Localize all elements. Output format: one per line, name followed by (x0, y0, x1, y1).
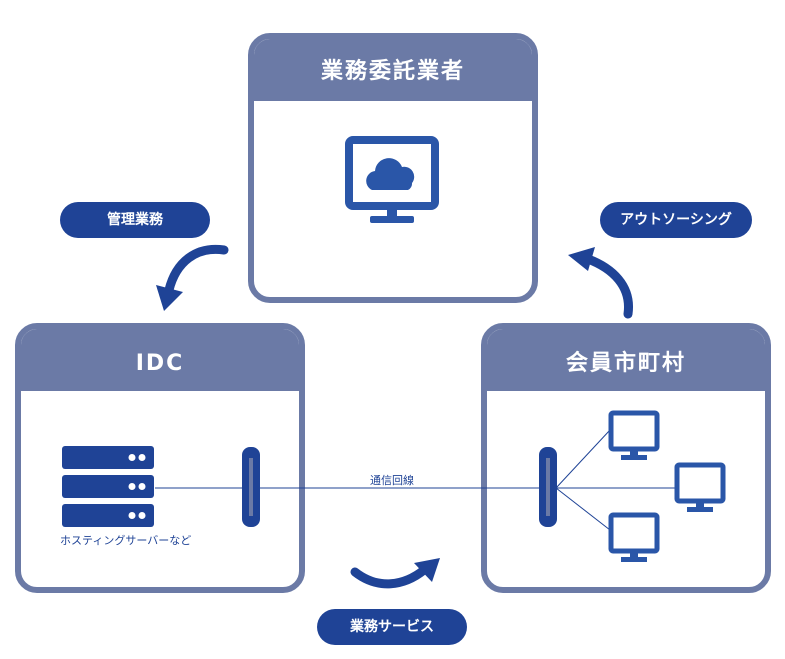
outsource-box: 業務委託業者 (248, 33, 538, 303)
monitor-icon-1 (608, 410, 660, 460)
monitor-icon-2 (674, 462, 726, 512)
service-pill: 業務サービス (317, 609, 467, 645)
server-stack-icon (62, 446, 154, 527)
municipality-title: 会員市町村 (487, 329, 765, 391)
management-arrow-icon (156, 244, 229, 311)
router-icon-idc (242, 447, 260, 527)
fanout-lines (555, 429, 676, 531)
router-icon-municipality (539, 447, 557, 527)
management-pill: 管理業務 (60, 202, 210, 238)
monitor-icon-3 (608, 512, 660, 562)
idc-title: IDC (21, 329, 299, 391)
outsourcing-arrow-icon (568, 247, 633, 319)
service-arrow-icon (350, 558, 440, 589)
hosting-label: ホスティングサーバーなど (60, 534, 192, 547)
line-label: 通信回線 (370, 474, 414, 487)
outsource-title: 業務委託業者 (254, 39, 532, 101)
outsourcing-pill: アウトソーシング (600, 202, 752, 238)
municipality-box: 会員市町村 (481, 323, 771, 593)
cloud-monitor-icon (345, 136, 439, 223)
